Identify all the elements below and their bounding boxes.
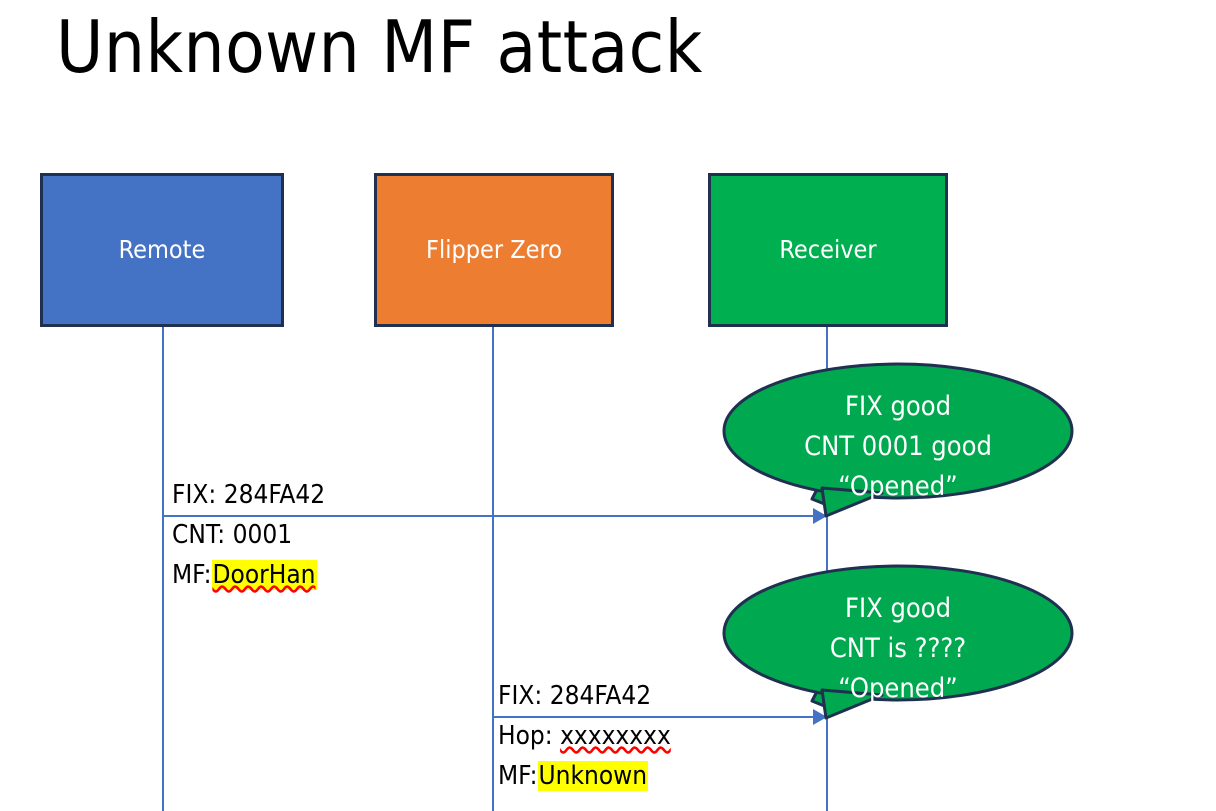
speech-bubble-first-reply-shape [722, 362, 1074, 518]
message-line-cnt: CNT: 0001 [172, 515, 325, 555]
message2-line-hop-value: xxxxxxxx [560, 721, 671, 751]
message-arrow-line-remote-to-receiver [163, 515, 815, 517]
speech-bubble-second-reply[interactable]: FIX good CNT is ???? “Opened” [722, 564, 1074, 722]
actor-box-remote[interactable]: Remote [40, 173, 284, 327]
message-line-mf: MF:DoorHan [172, 555, 325, 595]
message2-line-hop: Hop: xxxxxxxx [498, 716, 671, 756]
actor-label-flipper-zero: Flipper Zero [426, 235, 562, 264]
message2-line-mf: MF:Unknown [498, 756, 671, 796]
message-text-remote-to-receiver: FIX: 284FA42 CNT: 0001 MF:DoorHan [172, 475, 325, 595]
message-arrowhead-remote-to-receiver [813, 508, 827, 524]
message-arrowhead-flipper-to-receiver [813, 709, 827, 725]
message2-line-fix-value: 284FA42 [549, 681, 652, 711]
lifeline-remote [162, 327, 164, 811]
message2-line-fix: FIX: 284FA42 [498, 676, 671, 716]
message-line-mf-value: DoorHan [211, 560, 317, 590]
actor-box-flipper-zero[interactable]: Flipper Zero [374, 173, 614, 327]
message2-line-mf-value: Unknown [537, 761, 649, 791]
speech-bubble-second-reply-shape [722, 564, 1074, 720]
actor-label-remote: Remote [118, 235, 206, 264]
message-line-cnt-value: 0001 [232, 520, 293, 550]
message2-line-mf-label: MF: [498, 761, 538, 791]
message-text-flipper-to-receiver: FIX: 284FA42 Hop: xxxxxxxx MF:Unknown [498, 676, 671, 796]
message-arrow-line-flipper-to-receiver [493, 716, 815, 718]
message2-line-hop-label: Hop: [498, 721, 553, 751]
message-line-cnt-label: CNT: [172, 520, 226, 550]
message-line-fix: FIX: 284FA42 [172, 475, 325, 515]
message2-line-fix-label: FIX: [498, 681, 543, 711]
page-title: Unknown MF attack [56, 5, 703, 89]
message-line-fix-value: 284FA42 [223, 480, 326, 510]
actor-box-receiver[interactable]: Receiver [708, 173, 948, 327]
speech-bubble-first-reply[interactable]: FIX good CNT 0001 good “Opened” [722, 362, 1074, 520]
message-line-fix-label: FIX: [172, 480, 217, 510]
actor-label-receiver: Receiver [779, 235, 877, 264]
lifeline-receiver [826, 327, 828, 811]
message-line-mf-label: MF: [172, 560, 212, 590]
lifeline-flipper-zero [492, 327, 494, 811]
